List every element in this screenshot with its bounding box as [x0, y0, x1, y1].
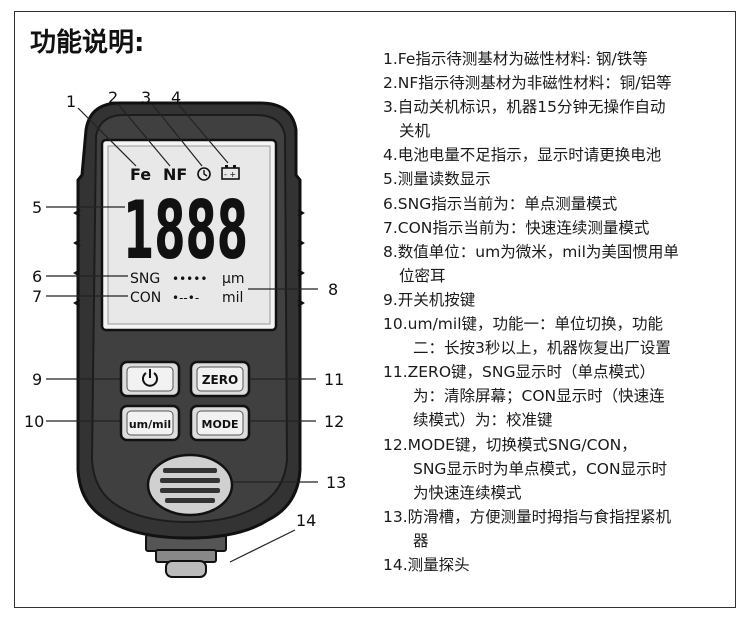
desc-13-cont: 器	[413, 531, 429, 550]
desc-11: 11.ZERO键，SNG显示时（单点模式）	[383, 363, 655, 382]
zero-button-label: ZERO	[202, 373, 238, 387]
desc-14: 14.测量探头	[383, 555, 470, 574]
desc-2: 2.NF指示待测基材为非磁性材料：铜/铝等	[383, 74, 672, 93]
callout-3: 3	[141, 88, 151, 107]
callout-numbers: 1 2 3 4 5 6 7 8 9 10 11 12 13 14	[24, 88, 346, 530]
callout-14: 14	[296, 511, 316, 530]
clock-icon	[197, 167, 211, 181]
callout-8: 8	[328, 280, 338, 299]
zero-button[interactable]: ZERO	[189, 360, 251, 398]
con-dashes: •--•-	[172, 291, 199, 305]
desc-12: 12.MODE键，切换模式SNG/CON，	[383, 435, 637, 454]
measurement-reading: 1888	[123, 184, 248, 277]
desc-10: 10.um/mil键，功能一：单位切换，功能	[383, 315, 664, 334]
callout-9: 9	[32, 370, 42, 389]
desc-5: 5.测量读数显示	[383, 170, 491, 189]
callout-7: 7	[32, 287, 42, 306]
desc-12-cont-1: SNG显示时为单点模式，CON显示时	[413, 459, 668, 478]
callout-lines	[46, 103, 318, 563]
desc-12-cont-2: 为快速连续模式	[413, 483, 522, 502]
anti-slip-grip	[146, 453, 234, 517]
desc-7: 7.CON指示当前为：快速连续测量模式	[383, 218, 650, 237]
con-indicator: CON	[130, 290, 161, 306]
nf-indicator: NF	[163, 165, 187, 184]
fe-indicator: Fe	[130, 165, 151, 184]
callout-11: 11	[324, 370, 344, 389]
desc-9: 9.开关机按键	[383, 290, 476, 309]
desc-3-cont: 关机	[399, 122, 431, 141]
desc-4: 4.电池电量不足指示，显示时请更换电池	[383, 146, 662, 165]
desc-10-cont: 二：长按3秒以上，机器恢复出厂设置	[413, 339, 671, 358]
desc-13: 13.防滑槽，方便测量时拇指与食指捏紧机	[383, 507, 672, 526]
svg-text:- +: - +	[224, 170, 236, 179]
desc-1: 1.Fe指示待测基材为磁性材料: 钢/铁等	[383, 50, 648, 68]
description-list: 1.Fe指示待测基材为磁性材料: 钢/铁等 2.NF指示待测基材为非磁性材料：铜…	[383, 47, 733, 577]
desc-8-cont: 位密耳	[399, 266, 446, 285]
battery-icon: - +	[221, 165, 240, 180]
desc-11-cont-2: 续模式）为：校准键	[413, 411, 553, 430]
desc-8: 8.数值单位：um为微米，mil为美国惯用单	[383, 242, 679, 261]
callout-4: 4	[171, 88, 181, 107]
callout-13: 13	[326, 473, 346, 492]
border-frame	[14, 11, 736, 608]
page-title: 功能说明:	[30, 28, 145, 58]
mode-button-label: MODE	[202, 418, 239, 431]
mil-unit: mil	[222, 290, 243, 306]
desc-11-cont-1: 为：清除屏幕；CON显示时（快速连	[413, 387, 665, 406]
callout-2: 2	[108, 88, 118, 107]
callout-10: 10	[24, 412, 44, 431]
lcd-screen	[100, 138, 278, 332]
um-mil-button-label: um/mil	[129, 418, 171, 431]
um-mil-button[interactable]: um/mil	[119, 404, 181, 442]
mode-button[interactable]: MODE	[189, 404, 251, 442]
um-unit: μm	[222, 271, 245, 287]
desc-3: 3.自动关机标识，机器15分钟无操作自动	[383, 98, 666, 117]
probe	[145, 534, 227, 578]
sng-indicator: SNG	[130, 271, 160, 287]
callout-5: 5	[32, 198, 42, 217]
desc-6: 6.SNG指示当前为：单点测量模式	[383, 194, 618, 213]
callout-12: 12	[324, 412, 344, 431]
power-button[interactable]	[119, 360, 181, 398]
callout-6: 6	[32, 267, 42, 286]
callout-1: 1	[66, 92, 76, 111]
sng-dots: •••••	[172, 272, 207, 286]
